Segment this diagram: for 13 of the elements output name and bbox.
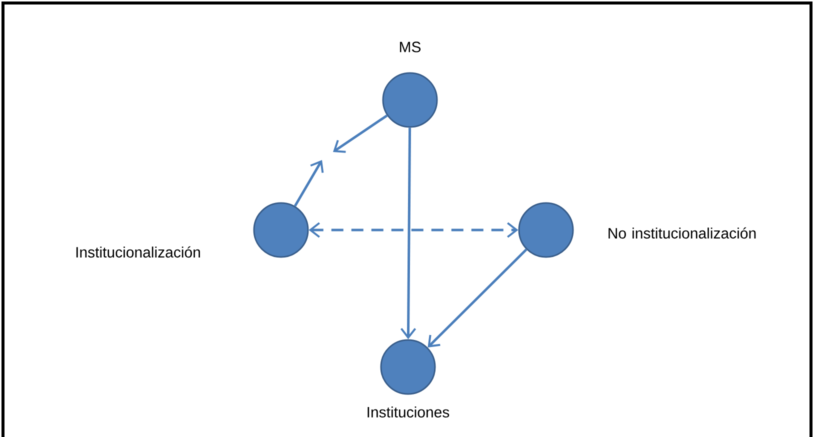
circle — [380, 339, 436, 395]
node-label: Institucionalización — [76, 246, 200, 258]
arrow — [400, 128, 416, 340]
arrow — [333, 114, 388, 153]
circle — [253, 202, 309, 258]
arrow — [428, 248, 528, 348]
node-label: Instituciones — [368, 406, 450, 418]
circle — [382, 72, 438, 128]
node-label: MS — [400, 42, 421, 52]
arrow — [294, 160, 324, 207]
arrow — [308, 222, 518, 238]
circle — [518, 202, 574, 258]
node-label: No institucionalización — [608, 227, 756, 239]
